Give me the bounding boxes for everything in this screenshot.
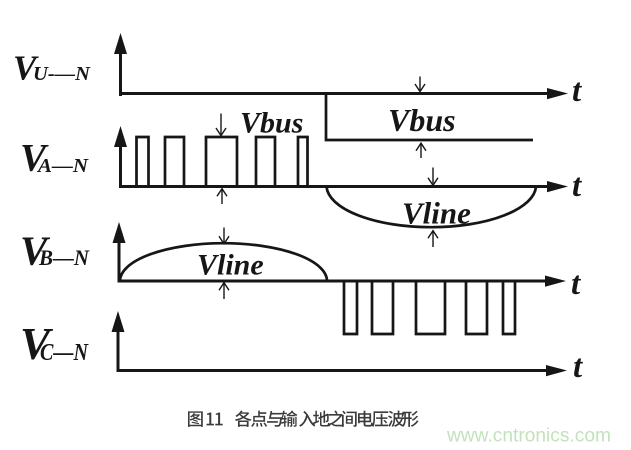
svg-text:t: t	[573, 349, 583, 385]
svg-text:Vline: Vline	[197, 249, 264, 282]
svg-text:t: t	[572, 168, 582, 204]
svg-text:V: V	[13, 49, 39, 88]
svg-text:t: t	[572, 73, 582, 109]
svg-text:Vline: Vline	[402, 196, 471, 231]
svg-text:V: V	[20, 228, 51, 274]
svg-text:C—N: C—N	[40, 340, 89, 366]
svg-text:Vbus: Vbus	[388, 102, 456, 138]
svg-text:U-—N: U-—N	[33, 63, 92, 85]
svg-text:B—N: B—N	[38, 245, 90, 270]
svg-text:Vbus: Vbus	[240, 107, 303, 140]
svg-text:A—N: A—N	[36, 155, 90, 177]
svg-text:www.cntronics.com: www.cntronics.com	[446, 426, 611, 447]
svg-text:V: V	[20, 319, 54, 369]
svg-text:t: t	[571, 266, 581, 302]
svg-text:V: V	[20, 137, 49, 180]
